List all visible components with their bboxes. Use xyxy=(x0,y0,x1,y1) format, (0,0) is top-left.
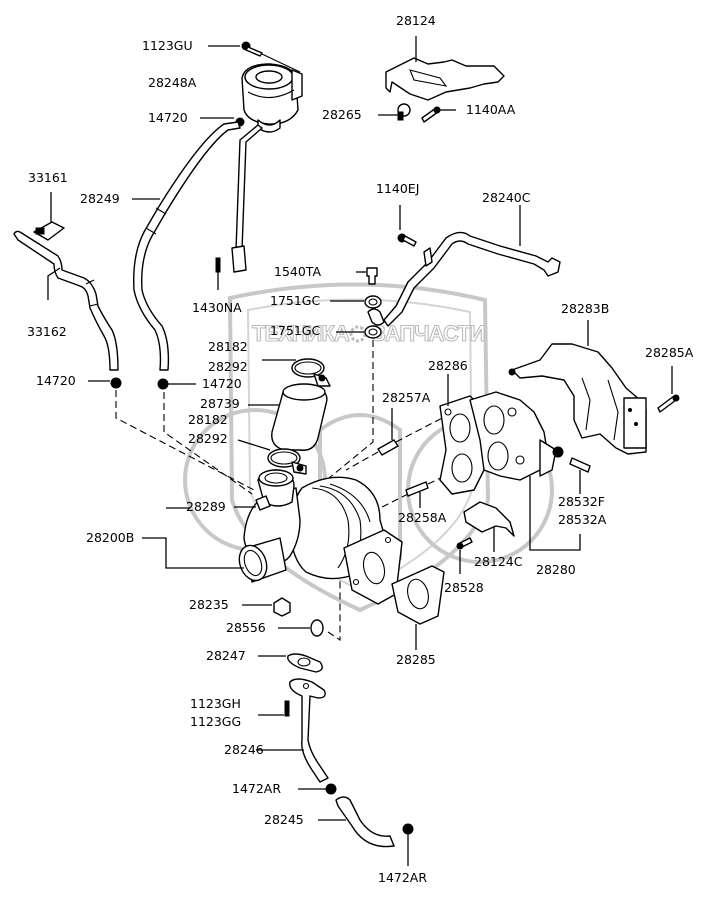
watermark-letter-p xyxy=(318,413,402,560)
label-1472AR-upper: 1472AR xyxy=(232,781,281,796)
label-28124C: 28124C xyxy=(474,554,523,569)
part-28280-outlet-housing xyxy=(469,391,564,481)
label-28285A: 28285A xyxy=(645,345,694,360)
part-actuator-rod xyxy=(235,124,263,251)
part-1472AR-clip-lower xyxy=(402,823,414,835)
part-28182-clamp-upper xyxy=(291,358,331,387)
part-28247-gasket xyxy=(287,653,323,673)
label-1123GU: 1123GU xyxy=(142,38,193,53)
label-28292-upper: 28292 xyxy=(208,359,248,374)
label-28280: 28280 xyxy=(536,562,576,577)
label-28240C: 28240C xyxy=(482,190,531,205)
part-rod-end xyxy=(231,245,247,273)
part-28283B-heat-shield xyxy=(511,343,647,455)
label-1123GG: 1123GG xyxy=(190,714,241,729)
label-28248A: 28248A xyxy=(148,75,197,90)
part-28200B-turbocharger xyxy=(238,469,403,605)
part-28285-gasket xyxy=(391,565,445,625)
part-28532-stud xyxy=(569,457,591,473)
label-28739: 28739 xyxy=(200,396,240,411)
part-1123GH-bolt xyxy=(284,700,290,717)
part-1751GC-washer-upper xyxy=(364,295,382,309)
part-1472AR-clip-upper xyxy=(325,783,337,795)
part-1751GC-washer-lower xyxy=(364,325,382,339)
label-28292-lower: 28292 xyxy=(188,431,228,446)
watermark-text-left: ТЕХНИКА xyxy=(252,321,350,346)
part-1540TA-plug xyxy=(366,267,378,285)
label-28182-upper: 28182 xyxy=(208,339,248,354)
label-28532F: 28532F xyxy=(558,494,605,509)
part-28248A-actuator xyxy=(241,63,303,133)
part-28240C-oil-pipe xyxy=(383,231,561,327)
label-1751GC-lower: 1751GC xyxy=(270,323,320,338)
label-28124: 28124 xyxy=(396,13,436,28)
part-labels: 1123GU 28248A 14720 28124 28265 1140AA 3… xyxy=(27,13,694,885)
part-28249-hose xyxy=(133,121,241,371)
label-1472AR-lower: 1472AR xyxy=(378,870,427,885)
label-28285: 28285 xyxy=(396,652,436,667)
watermark-text-right: ЗАПЧАСТИ xyxy=(372,321,485,346)
label-28245: 28245 xyxy=(264,812,304,827)
label-28532A: 28532A xyxy=(558,512,607,527)
part-1123GU-bolt xyxy=(208,41,263,57)
part-28124-heat-shield xyxy=(385,57,505,101)
label-28283B: 28283B xyxy=(561,301,609,316)
part-1140EJ-bolt xyxy=(397,233,417,247)
part-banjo-fitting xyxy=(367,308,385,326)
label-14720-left: 14720 xyxy=(36,373,76,388)
part-28556-washer xyxy=(310,619,324,637)
label-28200B: 28200B xyxy=(86,530,134,545)
label-28246: 28246 xyxy=(224,742,264,757)
label-28289: 28289 xyxy=(186,499,226,514)
label-28286: 28286 xyxy=(428,358,468,373)
label-28182-lower: 28182 xyxy=(188,412,228,427)
label-28249: 28249 xyxy=(80,191,120,206)
part-33162-pipe xyxy=(13,230,119,371)
label-1430NA: 1430NA xyxy=(192,300,242,315)
part-28739-hose xyxy=(271,383,328,451)
part-28235-nut xyxy=(273,597,291,617)
label-33162: 33162 xyxy=(27,324,67,339)
label-1540TA: 1540TA xyxy=(274,264,321,279)
part-28245-hose xyxy=(335,796,395,848)
label-1751GC-upper: 1751GC xyxy=(270,293,320,308)
label-28258A: 28258A xyxy=(398,510,447,525)
part-28286-gasket xyxy=(439,395,485,495)
part-28124C-heat-shield xyxy=(463,501,515,537)
label-1123GH: 1123GH xyxy=(190,696,241,711)
part-28182-clamp-lower xyxy=(267,448,307,475)
watermark-gear-icon xyxy=(349,325,367,343)
part-1430NA-pin xyxy=(215,257,221,273)
part-28257A-stud xyxy=(377,439,399,456)
part-28246-pipe xyxy=(289,678,329,783)
label-28528: 28528 xyxy=(444,580,484,595)
part-33161-bracket xyxy=(33,221,65,241)
label-14720-top: 14720 xyxy=(148,110,188,125)
label-33161: 33161 xyxy=(28,170,68,185)
label-14720-mid: 14720 xyxy=(202,376,242,391)
part-14720-clip-mid xyxy=(157,378,169,390)
part-14720-clip-left xyxy=(110,377,122,389)
label-1140AA: 1140AA xyxy=(466,102,516,117)
label-28257A: 28257A xyxy=(382,390,431,405)
part-28289-clip xyxy=(255,495,271,511)
label-28265: 28265 xyxy=(322,107,362,122)
label-1140EJ: 1140EJ xyxy=(376,181,419,196)
label-28556: 28556 xyxy=(226,620,266,635)
label-28247: 28247 xyxy=(206,648,246,663)
label-28235: 28235 xyxy=(189,597,229,612)
